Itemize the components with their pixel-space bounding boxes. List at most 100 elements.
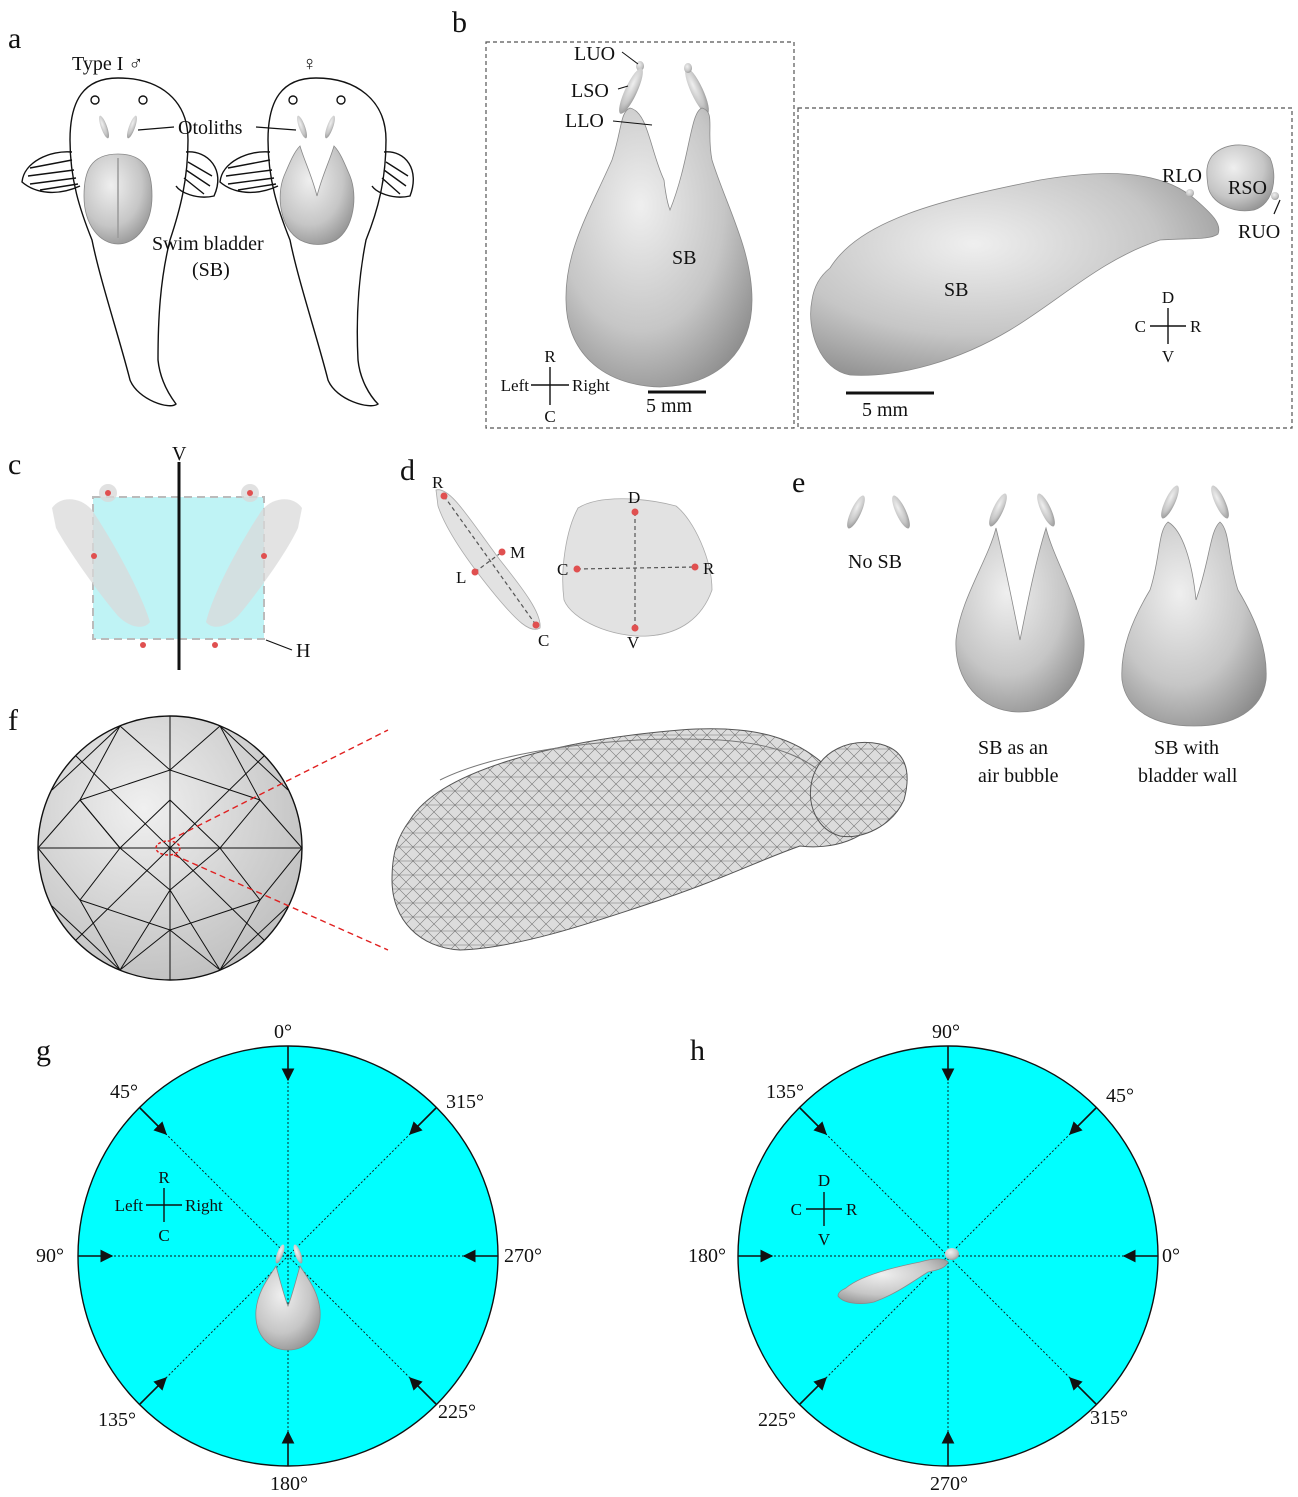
panel-f: f [8, 704, 907, 980]
wall-label-2: bladder wall [1138, 765, 1238, 787]
female-otolith-left [295, 115, 309, 140]
panel-h-letter: h [690, 1034, 705, 1067]
otolith [986, 492, 1010, 529]
male-otolith-left [97, 115, 111, 140]
panel-d-letter: d [400, 454, 415, 487]
angle-90-label: 90° [36, 1245, 64, 1267]
angle-90h-label: 90° [932, 1021, 960, 1043]
compass-side-view: D C R V [1135, 288, 1202, 366]
compass-h-left: C [791, 1200, 802, 1219]
panel-h: h 90° 135° 45° 180° 0° 225° 315° 270° [688, 1021, 1180, 1495]
compass-h-down: V [818, 1230, 831, 1249]
panel-g-letter: g [36, 1034, 51, 1067]
h-plane-label: H [296, 640, 310, 662]
sb-top-label: SB [672, 247, 696, 269]
otolith [844, 494, 868, 531]
d-c2-label: C [557, 560, 568, 579]
female-swim-bladder [280, 146, 354, 245]
marker-dot [499, 549, 506, 556]
wall-label-1: SB with [1154, 737, 1219, 759]
v-plane-label: V [172, 443, 187, 465]
d-v-label: V [627, 633, 640, 652]
panel-b: b LUO LSO LLO SB R Left Right C 5 mm [452, 6, 1292, 428]
rlo-otolith [1186, 189, 1194, 197]
sb-side-label: SB [944, 279, 968, 301]
compass-right-label: Right [572, 376, 610, 395]
otolith [945, 1248, 959, 1260]
compass-down-label: C [544, 407, 555, 426]
marker-dot [261, 553, 267, 559]
male-otolith-right [125, 115, 139, 140]
compass-g-down: C [158, 1226, 169, 1245]
otolith-leader-right [256, 127, 296, 130]
panel-f-letter: f [8, 704, 18, 737]
otoliths-label: Otoliths [178, 117, 243, 139]
otolith [1208, 484, 1232, 521]
swim-bladder-label: Swim bladder [152, 233, 264, 255]
air-bubble-label-1: SB as an [978, 737, 1048, 759]
angle-270h-label: 270° [930, 1473, 968, 1495]
panel-b-letter: b [452, 6, 467, 39]
compass-side-up: D [1162, 288, 1174, 307]
panel-e: e No SB SB as an air bubble SB with blad… [792, 466, 1266, 787]
panel-a-letter: a [8, 22, 21, 55]
llo-label: LLO [565, 110, 604, 132]
panel-c-letter: c [8, 448, 21, 481]
marker-dot [105, 490, 111, 496]
marker-dot [212, 642, 218, 648]
angle-135h-label: 135° [766, 1081, 804, 1103]
angle-45h-label: 45° [1106, 1085, 1134, 1107]
marker-dot [533, 622, 540, 629]
otolith [1034, 492, 1058, 529]
meshed-otolith-model [810, 743, 907, 837]
rso-otolith-top [681, 66, 713, 116]
panel-g: g 0° 45° 315° 90° 270° 135° 225° 180° [36, 1021, 542, 1495]
rlo-label: RLO [1162, 165, 1202, 187]
compass-h-right: R [846, 1200, 858, 1219]
scale-top-label: 5 mm [646, 395, 693, 417]
angle-180h-label: 180° [688, 1245, 726, 1267]
female-label: ♀ [302, 53, 317, 75]
angle-0h-label: 0° [1162, 1245, 1180, 1267]
ruo-label: RUO [1238, 221, 1280, 243]
panel-c: c V H [8, 443, 310, 670]
compass-h-up: D [818, 1171, 830, 1190]
compass-side-down: V [1162, 347, 1175, 366]
compass-side-left: C [1135, 317, 1146, 336]
ruo-otolith-top [684, 63, 692, 73]
otolith-leader-left [138, 127, 174, 130]
d-c-label: C [538, 631, 549, 650]
d-r2-label: R [703, 559, 715, 578]
rso-label: RSO [1228, 177, 1267, 199]
panel-d: d R M L C D C R V [400, 454, 715, 652]
lso-label: LSO [571, 80, 609, 102]
sb-air-bubble-model [956, 528, 1084, 712]
d-m-label: M [510, 543, 525, 562]
marker-dot [574, 566, 581, 573]
compass-g-left: Left [115, 1196, 144, 1215]
sb-top-view-model [566, 108, 752, 387]
sb-with-wall-model [1122, 522, 1266, 726]
angle-225h-label: 225° [758, 1409, 796, 1431]
angle-0-label: 0° [274, 1021, 292, 1043]
compass-side-right: R [1190, 317, 1202, 336]
marker-dot [441, 493, 448, 500]
compass-left-label: Left [501, 376, 530, 395]
otolith [889, 494, 913, 531]
otolith [1158, 484, 1182, 521]
d-l-label: L [456, 568, 466, 587]
marker-dot [692, 564, 699, 571]
angle-180-label: 180° [270, 1473, 308, 1495]
angle-225-label: 225° [438, 1401, 476, 1423]
d-r-label: R [432, 473, 444, 492]
marker-dot [472, 569, 479, 576]
no-sb-label: No SB [848, 551, 902, 573]
angle-315h-label: 315° [1090, 1407, 1128, 1429]
panel-e-letter: e [792, 466, 805, 499]
compass-g-up: R [158, 1168, 170, 1187]
scale-side-label: 5 mm [862, 399, 909, 421]
male-type-label: Type I ♂ [72, 53, 143, 75]
marker-dot [91, 553, 97, 559]
marker-dot [632, 625, 639, 632]
